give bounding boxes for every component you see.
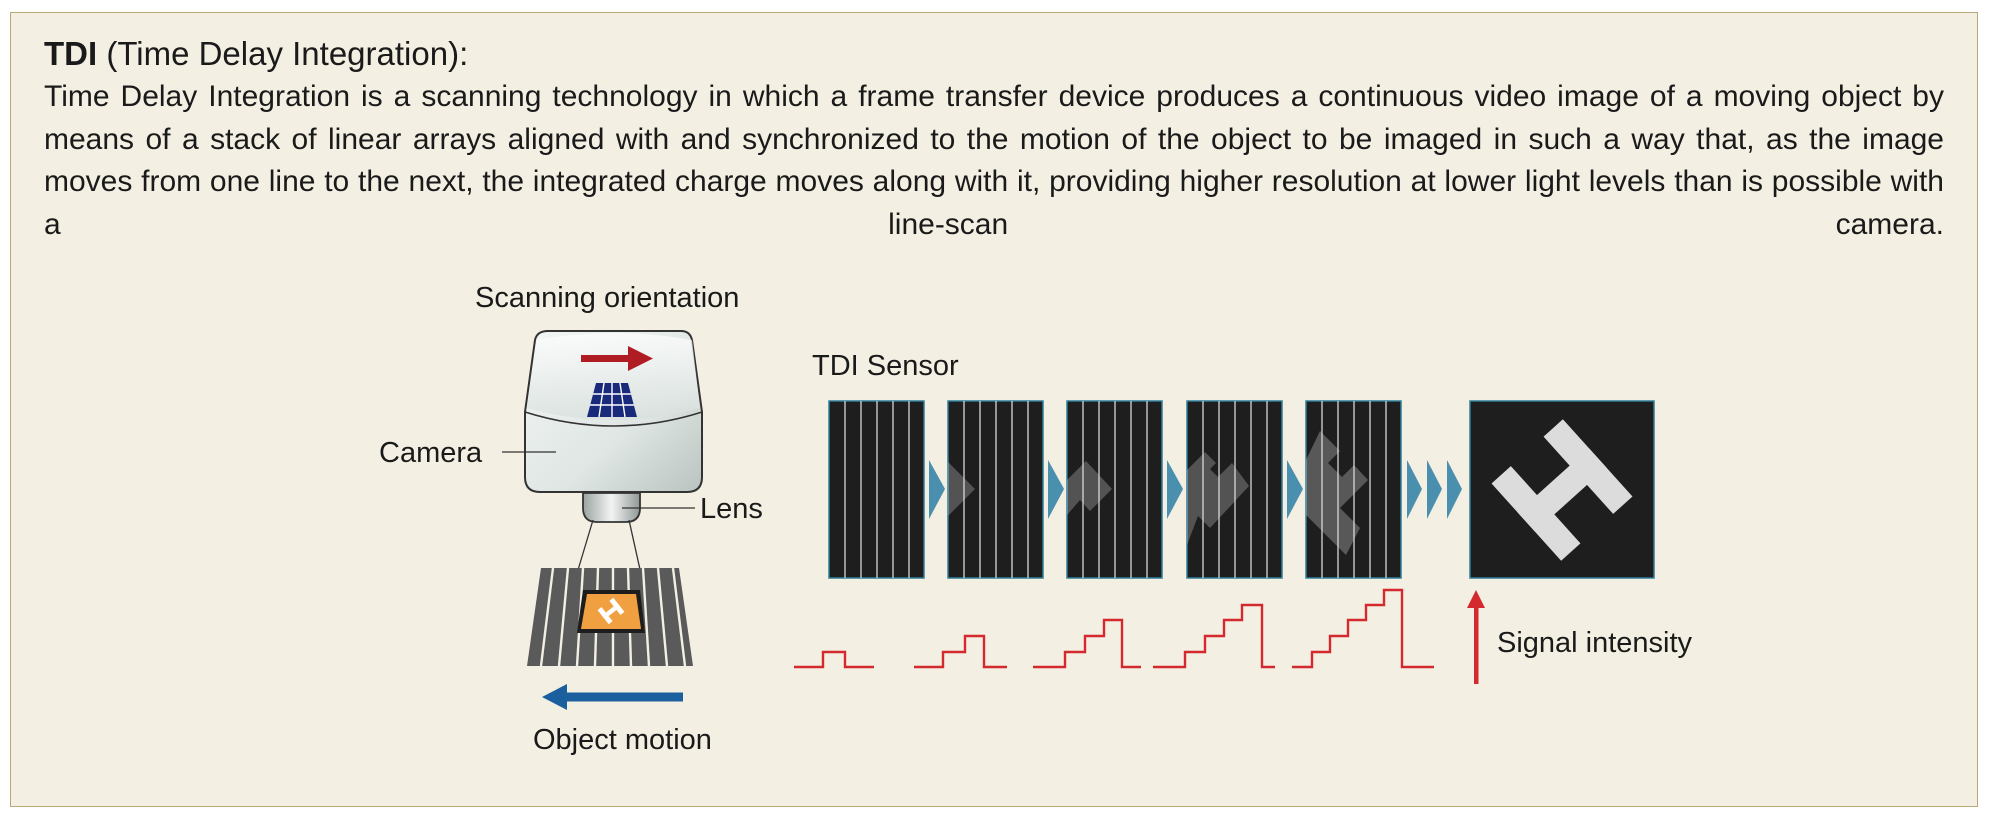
stage-arrow-icon: [1167, 460, 1183, 519]
lens: [582, 492, 641, 523]
camera-top-face: [527, 333, 700, 420]
sensor-stage-5: [1305, 400, 1402, 579]
sensor-stage-4: [1186, 400, 1283, 579]
camera-illustration: Scanning orientation Camera Lens: [379, 282, 763, 756]
heading-expansion: (Time Delay Integration):: [97, 35, 469, 72]
signal-step-3: [1033, 618, 1141, 669]
signal-step-5: [1292, 588, 1434, 669]
description-text: Time Delay Integration is a scanning tec…: [44, 80, 1944, 241]
partial-image-overlay: [1067, 461, 1112, 515]
output-image: [1469, 400, 1655, 579]
signal-step-4: [1153, 603, 1275, 669]
camera-label: Camera: [379, 437, 483, 469]
sensor-stage-2: [947, 400, 1044, 579]
sensor-stage-1: [828, 400, 925, 579]
partial-image-overlay: [948, 462, 975, 516]
stage-arrow-icon: [929, 460, 945, 519]
signal-intensity-graph: [794, 588, 1434, 669]
h-symbol-icon: [1491, 419, 1633, 561]
triple-stage-arrow-icon: [1407, 460, 1462, 519]
signal-intensity-arrow-icon: [1467, 590, 1485, 684]
lens-label: Lens: [700, 493, 763, 525]
scan-direction-arrow-icon: [581, 346, 653, 371]
signal-step-2: [914, 634, 1007, 669]
camera-edge-line: [524, 411, 703, 427]
heading-term: TDI: [44, 35, 98, 72]
signal-intensity-label: Signal intensity: [1497, 627, 1693, 659]
tdi-sensor-label: TDI Sensor: [812, 350, 959, 382]
scanning-orientation-label: Scanning orientation: [475, 282, 739, 314]
scan-object-strip: [527, 567, 693, 667]
signal-step-1: [794, 650, 874, 669]
sensor-stage-3: [1066, 400, 1163, 579]
panel-heading: TDI (Time Delay Integration):: [44, 32, 468, 76]
object-motion-arrow-icon: [542, 684, 683, 710]
stage-arrow-icon: [1048, 460, 1064, 519]
stage-arrow-icon: [1287, 460, 1303, 519]
object-motion-label: Object motion: [533, 724, 712, 756]
sensor-grid-icon: [587, 382, 637, 418]
tdi-sensor-illustration: TDI Sensor: [812, 350, 1655, 579]
